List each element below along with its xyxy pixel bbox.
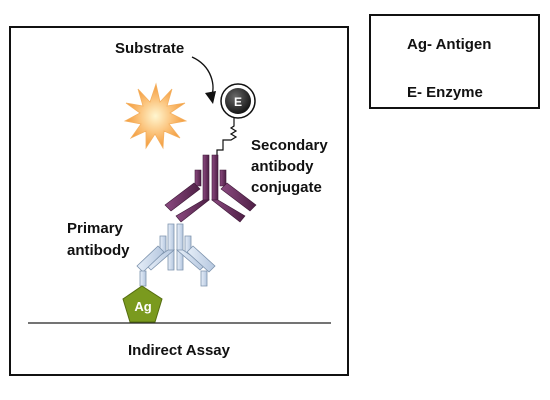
legend-item-antigen: Ag- Antigen xyxy=(407,36,492,53)
secondary-label-line: conjugate xyxy=(251,179,322,196)
diagram-caption: Indirect Assay xyxy=(128,342,231,359)
legend-item-enzyme: E- Enzyme xyxy=(407,84,483,101)
antigen-symbol: Ag xyxy=(134,299,151,314)
secondary-label-line: antibody xyxy=(251,158,314,175)
enzyme-symbol: E xyxy=(234,95,242,109)
primary-label-line: Primary xyxy=(67,220,124,237)
legend-box: Ag- Antigen E- Enzyme xyxy=(369,14,540,109)
primary-antibody-label: Primary antibody xyxy=(67,220,130,259)
arrowhead-icon xyxy=(205,91,216,104)
secondary-antibody-icon xyxy=(164,154,257,223)
sunburst-substrate-icon xyxy=(123,82,188,150)
primary-antibody-icon xyxy=(136,223,216,287)
enzyme-linker xyxy=(216,118,238,156)
substrate-label: Substrate xyxy=(115,40,184,57)
substrate-arrow xyxy=(191,56,214,99)
enzyme-circle-icon: E xyxy=(220,83,256,119)
antigen-pentagon-icon: Ag xyxy=(122,285,163,323)
secondary-label-line: Secondary xyxy=(251,137,328,154)
diagram-frame xyxy=(9,26,349,376)
secondary-antibody-label: Secondary antibody conjugate xyxy=(251,137,332,196)
primary-label-line: antibody xyxy=(67,242,130,259)
